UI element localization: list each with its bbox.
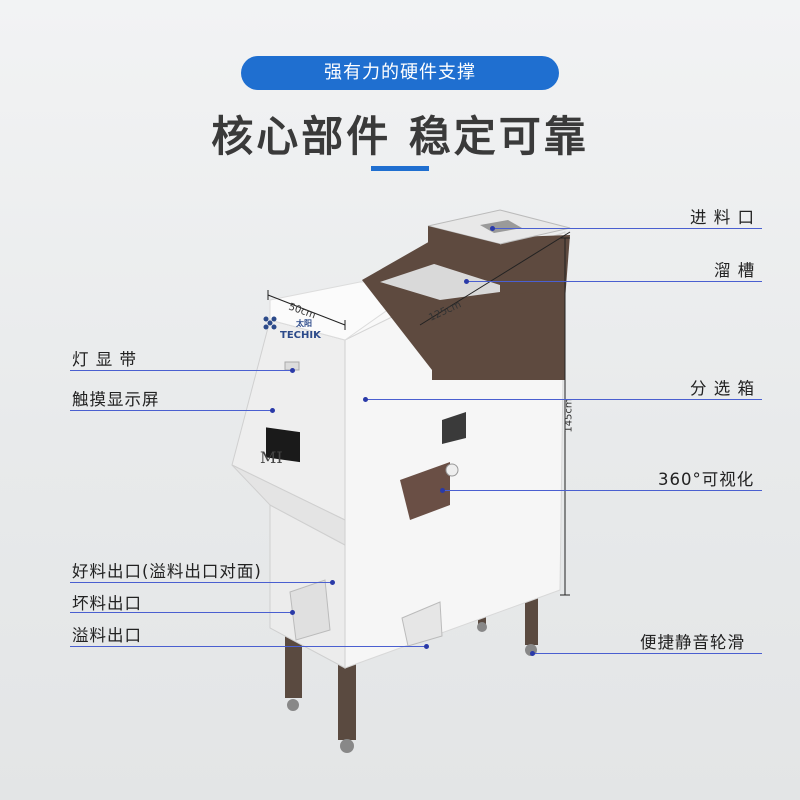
front-leg-center [338,660,356,740]
model-label: MI [260,448,283,467]
callout-wheels: 便捷静音轮滑 [640,633,745,652]
width-dimension-line [267,294,346,326]
touch-screen [266,427,300,463]
camera-window [442,412,466,444]
callout-dot [270,408,275,413]
callout-dot [440,488,445,493]
callout-good-outlet: 好料出口(溢料出口对面) [72,562,262,581]
callout-dot [363,397,368,402]
callout-light-strip: 灯 显 带 [72,350,137,369]
callout-bad-outlet: 坏料出口 [72,594,142,613]
callout-chute: 溜 槽 [714,261,756,280]
title-underline [371,166,429,171]
front-upper-face [231,319,346,521]
wheel-left [287,699,299,711]
callout-dot [464,279,469,284]
height-dimension-label: 145cm [563,398,575,433]
brand-cn: 太阳 [296,319,312,328]
callout-360-view: 360°可视化 [658,470,755,489]
callout-dot [530,651,535,656]
brand-en: TECHIK [280,330,321,341]
subtitle-pill: 强有力的硬件支撑 [241,56,559,90]
wheel-back [477,622,487,632]
callout-feed-inlet: 进 料 口 [690,208,755,227]
overflow-outlet [401,601,443,647]
page-title: 核心部件 稳定可靠 [211,112,589,161]
wheel-center [340,739,354,753]
callout-dot [424,644,429,649]
callout-sorting-box: 分 选 箱 [690,379,755,398]
callout-dot [330,580,335,585]
front-leg-left [285,630,302,698]
visual-window [400,462,450,520]
callout-overflow-outlet: 溢料出口 [72,626,142,645]
callout-touch-screen: 触摸显示屏 [72,390,160,409]
callout-dot [490,226,495,231]
callout-dot [290,610,295,615]
depth-dimension-line [419,231,571,326]
bad-material-outlet [289,579,331,641]
callout-dot [290,368,295,373]
brand-logo-icon [262,315,278,331]
